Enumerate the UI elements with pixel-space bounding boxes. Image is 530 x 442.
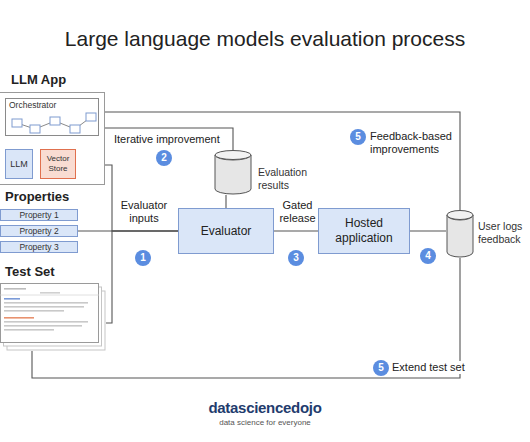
cylinder-outline — [214, 150, 252, 195]
property-box: Property 2 — [0, 225, 78, 237]
node-label: Property 1 — [19, 210, 58, 220]
edge-label: Extend test set — [392, 361, 465, 374]
edge-label: Iterative improvement — [114, 133, 220, 146]
flow-connector — [225, 195, 226, 208]
flow-connector — [274, 230, 318, 231]
edge-label: Gated release — [277, 199, 318, 225]
process-box: Hosted application — [318, 208, 410, 254]
flow-connector — [105, 112, 460, 210]
flow-connector — [105, 128, 233, 150]
property-box: Property 1 — [0, 209, 78, 221]
flow-connector — [410, 230, 446, 231]
process-box: Evaluator — [178, 208, 274, 254]
callout-number: 1 — [135, 250, 151, 266]
logo-text: datasciencedojo — [0, 399, 530, 416]
node-heading: Test Set — [5, 264, 55, 279]
model-box: LLM — [5, 149, 33, 179]
cylinder-outline — [446, 210, 474, 258]
node-label: Orchestrator — [9, 100, 56, 110]
node-heading: LLM App — [11, 72, 66, 87]
orchestrator-box: Orchestrator — [5, 98, 99, 136]
flow-connector — [105, 165, 178, 231]
store-box: Vector Store — [40, 149, 76, 179]
app-group: LLM AppOrchestratorLLMVector Store — [0, 92, 105, 185]
logo-text: data science for everyone — [0, 418, 530, 427]
node-label: Property 2 — [19, 226, 58, 236]
node-heading: Evaluation results — [258, 166, 316, 192]
diagram-title: Large language models evaluation process — [0, 27, 530, 51]
property-box: Property 3 — [0, 241, 78, 253]
node-label: Property 3 — [19, 242, 58, 252]
node-label: LLM — [10, 159, 28, 169]
callout-number: 3 — [288, 250, 304, 266]
group-heading: Properties — [5, 189, 69, 204]
edge-label: Feedback-based improvements — [370, 130, 458, 156]
database-cylinder: Evaluation results — [214, 150, 252, 195]
edge-label: Evaluator inputs — [118, 199, 170, 225]
node-label: Vector Store — [43, 154, 73, 174]
callout-number: 4 — [420, 248, 436, 264]
callout-number: 2 — [156, 150, 172, 166]
callout-number: 5 — [373, 360, 389, 376]
node-label: Evaluator — [201, 224, 252, 239]
database-cylinder: User logs feedback — [446, 210, 474, 258]
page-stack — [0, 283, 106, 351]
callout-number: 5 — [350, 129, 366, 145]
node-label: Hosted application — [328, 216, 400, 246]
flow-connector — [106, 231, 178, 323]
document-stack: Test Set — [0, 283, 106, 351]
node-heading: User logs feedback — [478, 220, 526, 246]
